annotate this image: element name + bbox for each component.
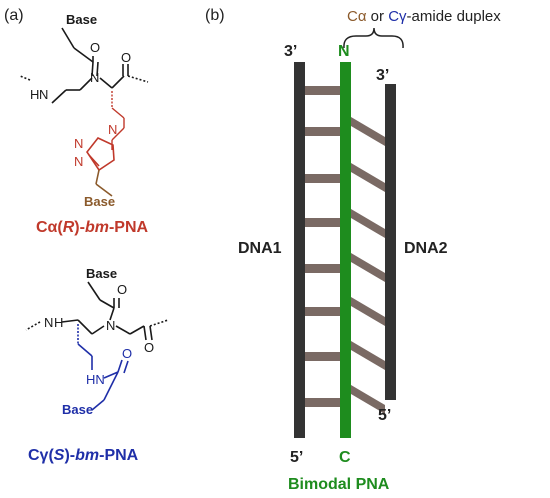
structure-calpha — [19, 27, 149, 104]
panel-b-label: (b) — [205, 7, 225, 24]
rung-left-6 — [305, 307, 340, 316]
atom-hn: HN — [86, 372, 105, 387]
rung-left-1 — [305, 86, 340, 95]
triazole-ring — [86, 137, 115, 172]
duplex-header: Cα or Cγ-amide duplex — [347, 8, 501, 25]
atom-o-carbonyl-2: O — [144, 340, 154, 355]
rung-right-1 — [351, 117, 385, 146]
atom-n-amine: N — [39, 87, 48, 102]
rung-left-7 — [305, 352, 340, 361]
rung-right-4 — [351, 253, 385, 282]
dna2-3prime: 3’ — [376, 67, 389, 84]
rung-right-2 — [351, 163, 385, 192]
rung-left-2 — [305, 127, 340, 136]
panel-a-label: (a) — [4, 7, 24, 24]
rung-right-3 — [351, 209, 385, 238]
atom-n-tri1: N — [108, 122, 117, 137]
dna1-strand — [294, 62, 305, 438]
dna2-strand — [385, 84, 396, 400]
atom-base-top-2: Base — [86, 266, 117, 281]
cgamma-side-chain — [77, 324, 129, 411]
rungs-dna1-pna — [305, 86, 340, 407]
atom-n-backbone: N — [90, 70, 99, 85]
rung-left-4 — [305, 218, 340, 227]
structure-cgamma — [25, 281, 169, 341]
triazole-base-arm — [95, 169, 113, 197]
dna2-label: DNA2 — [404, 240, 448, 257]
atom-base-bottom-2: Base — [62, 402, 93, 417]
rung-left-8 — [305, 398, 340, 407]
duplex-brace — [343, 27, 404, 49]
rung-left-3 — [305, 174, 340, 183]
bimodal-pna-label: Bimodal PNA — [288, 476, 390, 493]
atom-o-side: O — [122, 346, 132, 361]
atom-n-2: N — [44, 315, 53, 330]
dna1-3prime: 3’ — [284, 43, 297, 60]
pna-n-term: N — [338, 43, 350, 60]
rung-right-5 — [351, 297, 385, 326]
rung-right-6 — [351, 341, 385, 370]
caption-calpha-bm-pna: Cα(R)-bm-PNA — [36, 219, 148, 236]
caption-cgamma-bm-pna: Cγ(S)-bm-PNA — [28, 447, 139, 464]
atom-o-carbonyl: O — [121, 50, 131, 65]
dna1-5prime: 5’ — [290, 449, 303, 466]
atom-h-2: H — [54, 315, 63, 330]
atom-n-tertiary: N — [106, 318, 115, 333]
dna1-label: DNA1 — [238, 240, 282, 257]
rung-right-7 — [351, 385, 385, 414]
atom-n-tri3: N — [74, 154, 83, 169]
rung-left-5 — [305, 264, 340, 273]
atom-o-amide-2: O — [117, 282, 127, 297]
pna-c-term: C — [339, 449, 351, 466]
dna2-5prime: 5’ — [378, 407, 391, 424]
atom-h: H — [30, 87, 39, 102]
atom-o-amide: O — [90, 40, 100, 55]
pna-strand — [340, 62, 351, 438]
stereo-side-chain — [111, 91, 125, 150]
atom-base-bottom: Base — [84, 194, 115, 209]
atom-n-tri2: N — [74, 136, 83, 151]
atom-base-top: Base — [66, 12, 97, 27]
rungs-pna-dna2 — [351, 117, 385, 414]
